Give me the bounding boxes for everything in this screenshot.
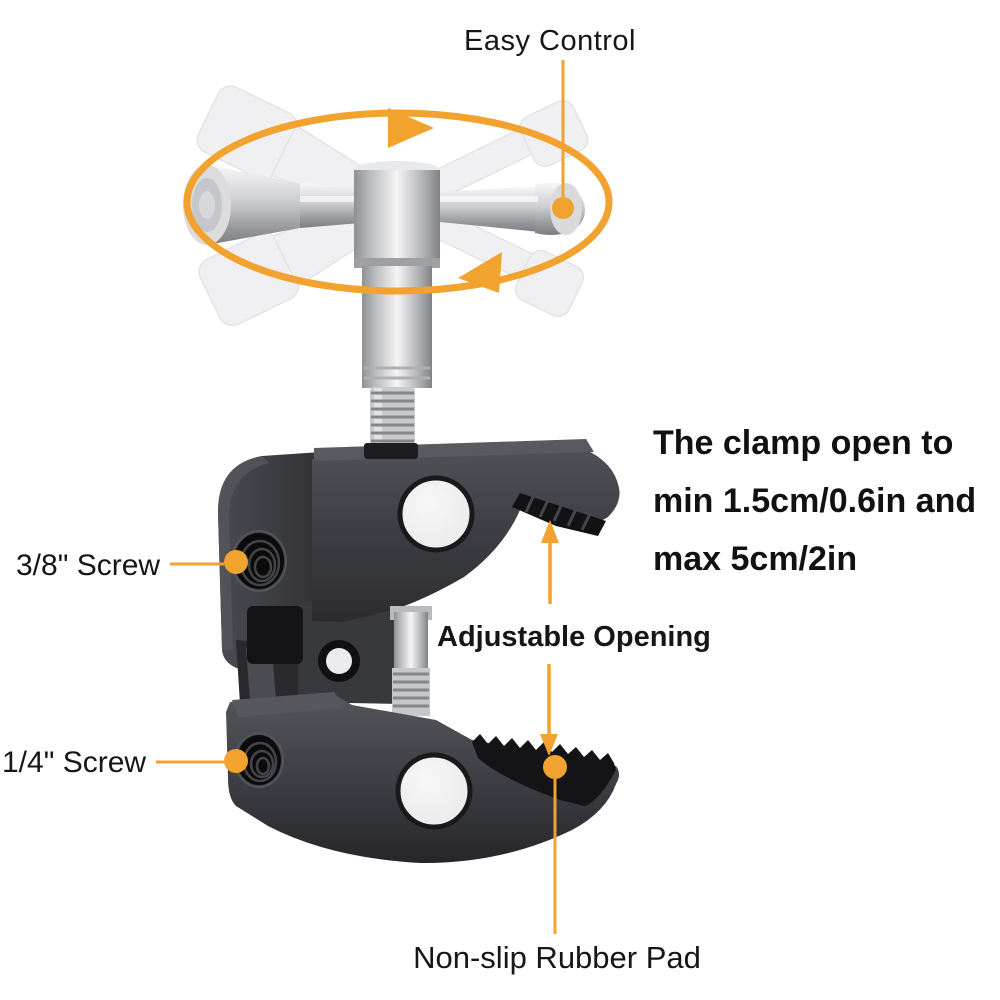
rubber-pad-label: Non-slip Rubber Pad: [413, 940, 701, 975]
arrow-up-icon: [541, 520, 559, 543]
lower-bolt-cap: [395, 752, 473, 830]
screw-hole-1-4: [234, 732, 284, 788]
screw-3-8-label: 3/8" Screw: [16, 549, 161, 582]
t-handle: [183, 161, 585, 448]
screw-1-4-dot: [224, 749, 248, 773]
screw-1-4-label: 1/4" Screw: [2, 746, 147, 779]
clamp-range-text: The clamp open to min 1.5cm/0.6in and ma…: [653, 414, 1000, 588]
clamp-range-line-1: The clamp open to: [653, 424, 954, 462]
clamp-range-line-3: max 5cm/2in: [653, 540, 858, 578]
screw-3-8-dot: [224, 550, 248, 574]
arrow-down-icon: [540, 734, 558, 756]
rotation-arrow-top-icon: [388, 108, 434, 148]
easy-control-dot: [552, 197, 574, 219]
rotation-arrow-bottom-icon: [458, 252, 502, 293]
clamp-range-line-2: min 1.5cm/0.6in and: [653, 482, 977, 520]
hinge-pin: [326, 648, 352, 674]
rubber-pad-upper: [512, 493, 606, 536]
callouts: [156, 60, 574, 934]
adjustable-opening-label: Adjustable Opening: [437, 621, 711, 653]
rubber-pad-dot: [543, 755, 567, 779]
easy-control-label: Easy Control: [463, 25, 636, 57]
threaded-rod-top: [370, 387, 415, 448]
upper-bolt-cap: [397, 475, 475, 553]
rotation-indicator: [183, 108, 613, 295]
center-adjust-rod: [390, 606, 432, 716]
